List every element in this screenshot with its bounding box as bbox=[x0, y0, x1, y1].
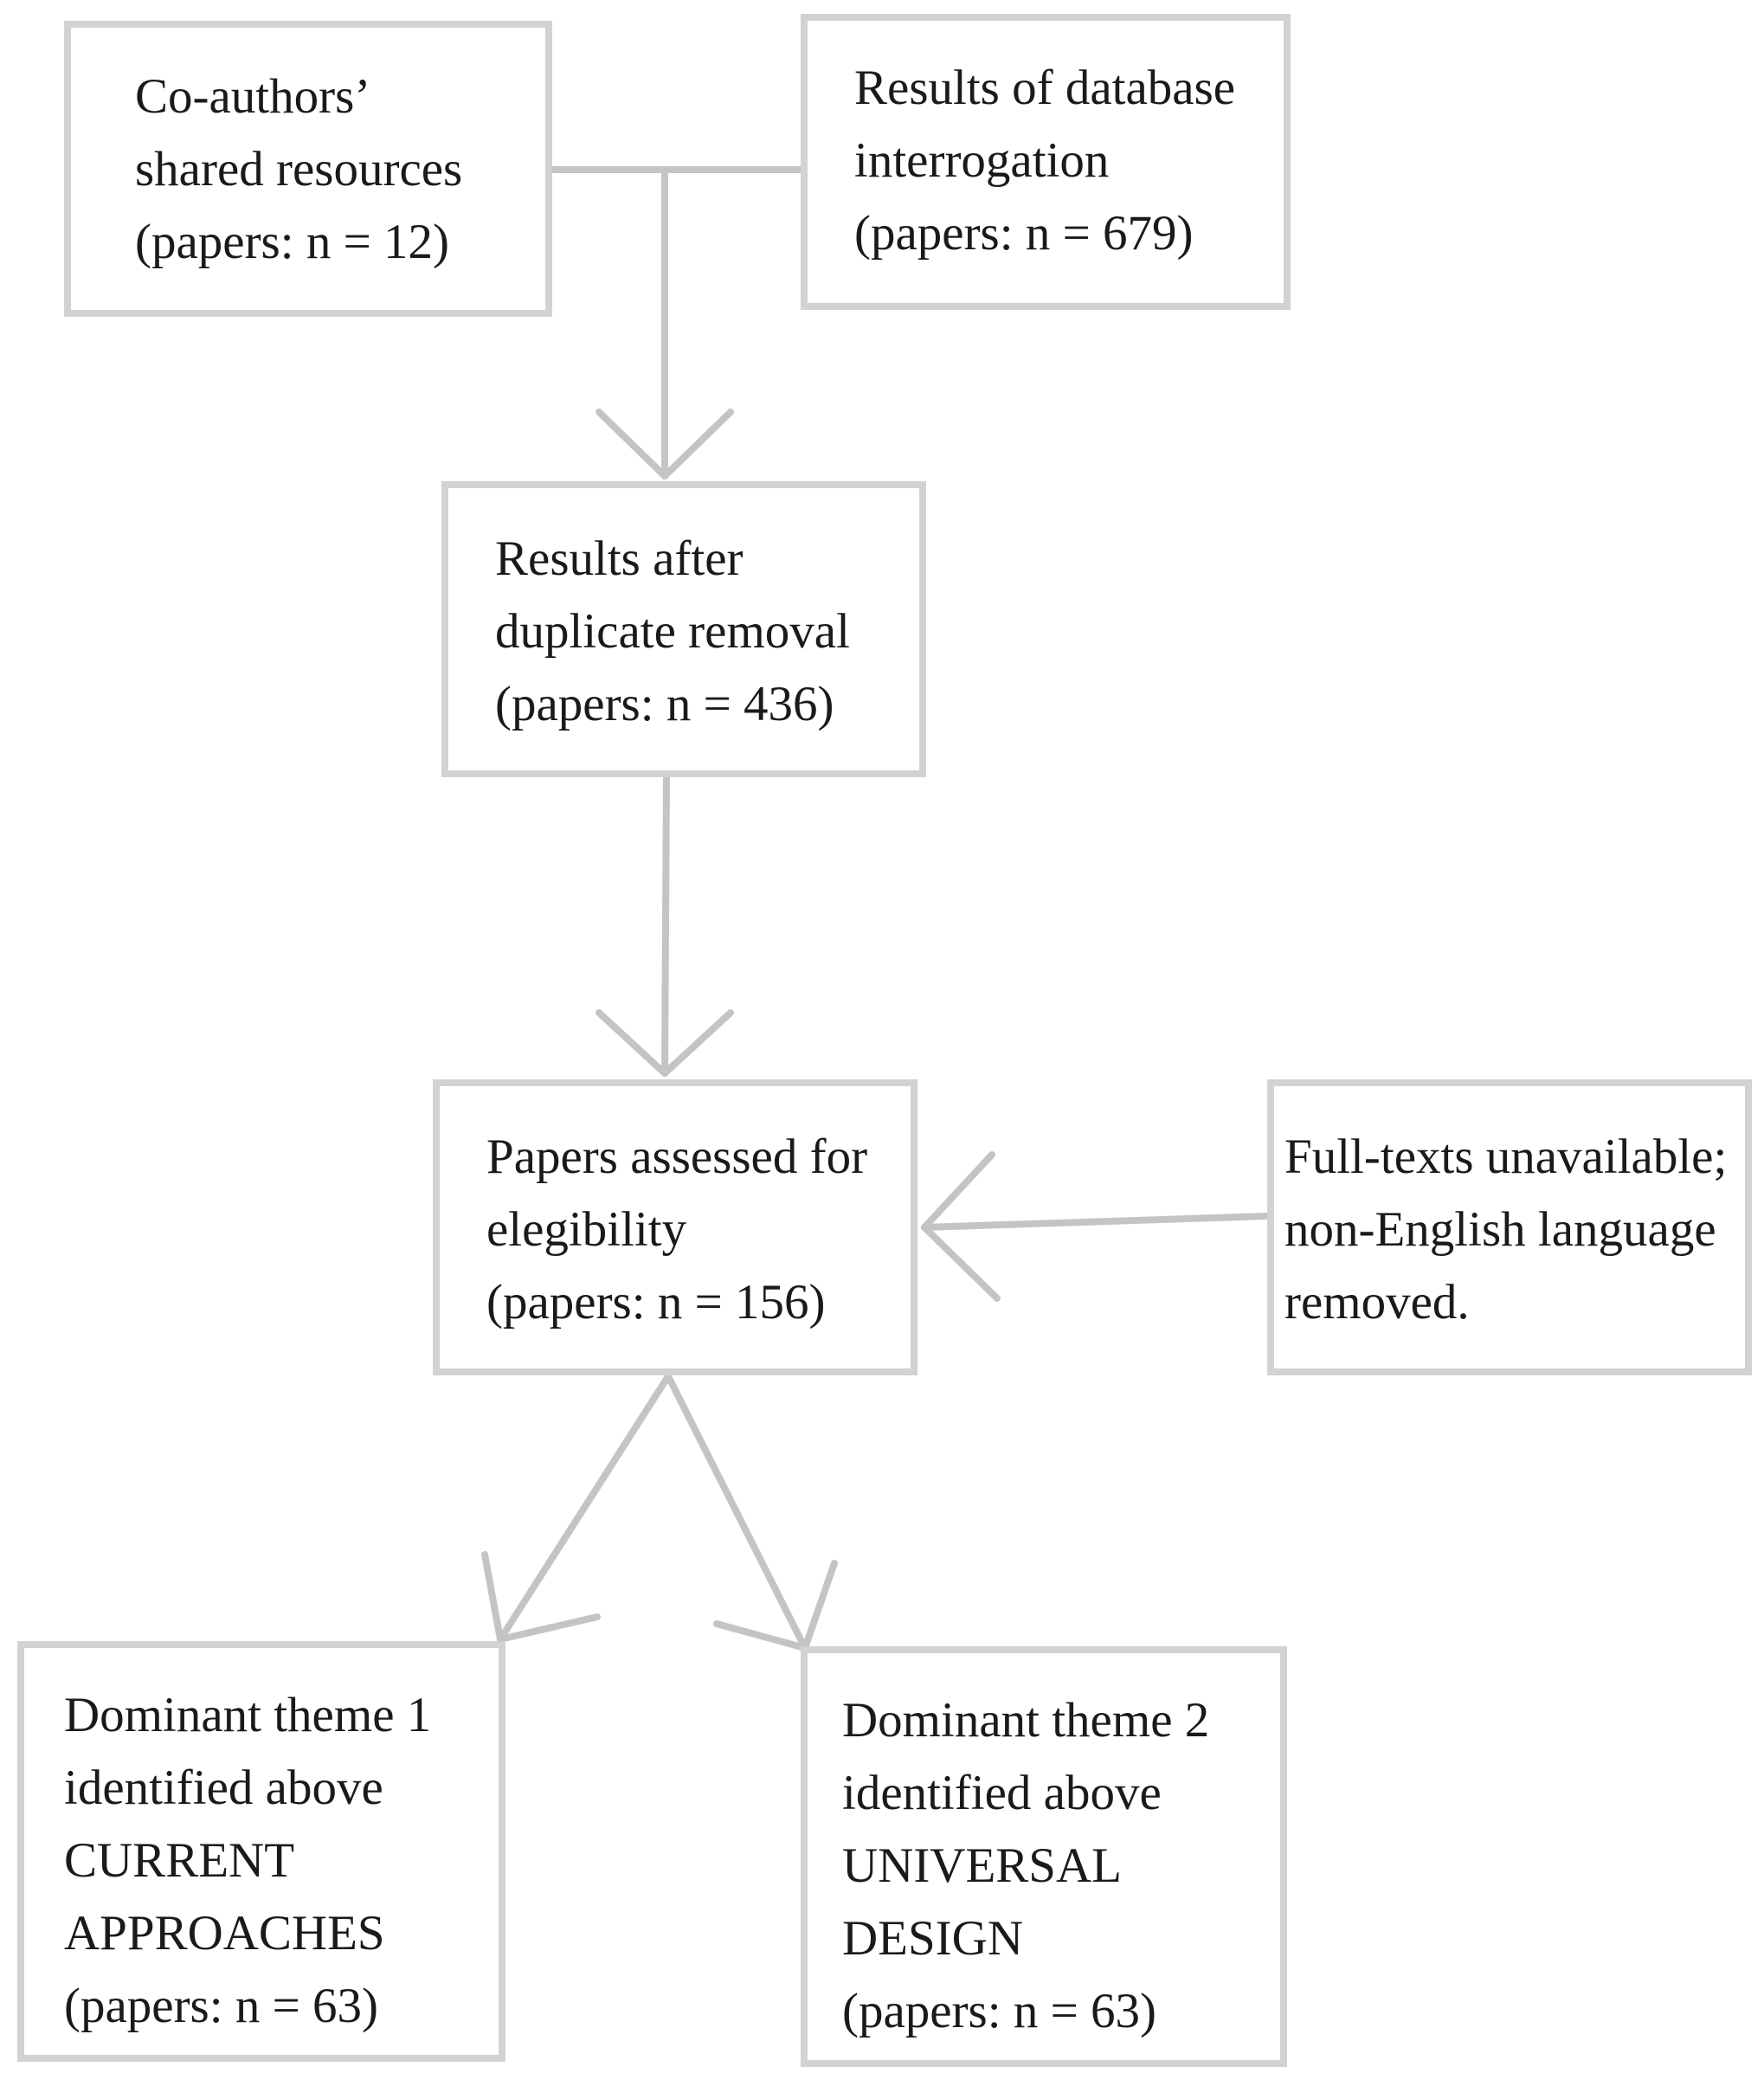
box-text-line: elegibility bbox=[486, 1202, 687, 1257]
box-text-line: interrogation bbox=[854, 133, 1110, 188]
box-text-line: (papers: n = 63) bbox=[64, 1979, 378, 2033]
duplicate-removal-box: Results after duplicate removal (papers:… bbox=[441, 481, 926, 777]
box-text-line: (papers: n = 63) bbox=[842, 1984, 1156, 2038]
box-text-line: APPROACHES bbox=[64, 1906, 385, 1960]
box-text-line: Co-authors’ bbox=[135, 69, 371, 124]
box-text-line: removed. bbox=[1284, 1275, 1470, 1329]
theme-1-box: Dominant theme 1 identified above CURREN… bbox=[17, 1641, 505, 2062]
box-text-line: identified above bbox=[64, 1761, 383, 1815]
box-text-line: CURRENT bbox=[64, 1833, 295, 1888]
box-text-line: (papers: n = 679) bbox=[854, 206, 1194, 261]
box-text-line: Dominant theme 1 bbox=[64, 1688, 432, 1742]
box-text-line: Full-texts unavailable; bbox=[1284, 1130, 1728, 1184]
arrowhead-to-theme1 bbox=[481, 1551, 601, 1643]
arrowhead-to-dedup bbox=[596, 409, 734, 480]
arrowhead-to-assessed bbox=[596, 1009, 734, 1077]
box-text-line: (papers: n = 12) bbox=[135, 215, 449, 269]
box-text-line: duplicate removal bbox=[495, 604, 850, 659]
coauthors-resources-box: Co-authors’ shared resources (papers: n … bbox=[64, 21, 552, 317]
box-text-line: (papers: n = 156) bbox=[486, 1275, 826, 1329]
box-text-line: shared resources bbox=[135, 142, 463, 196]
connector-assessed-to-theme1 bbox=[497, 1373, 672, 1643]
excluded-papers-box: Full-texts unavailable; non-English lang… bbox=[1267, 1079, 1752, 1375]
arrowhead-to-assessed-left bbox=[921, 1151, 1001, 1302]
box-text-line: Dominant theme 2 bbox=[842, 1693, 1210, 1748]
box-text-line: non-English language bbox=[1284, 1202, 1716, 1257]
box-text-line: Results of database bbox=[854, 61, 1236, 115]
connector-assessed-to-theme2 bbox=[665, 1373, 808, 1651]
box-text-line: (papers: n = 436) bbox=[495, 677, 834, 731]
box-text-line: Results after bbox=[495, 531, 744, 586]
eligibility-assessment-box: Papers assessed for elegibility (papers:… bbox=[433, 1079, 917, 1375]
box-text-line: UNIVERSAL bbox=[842, 1838, 1122, 1893]
box-text-line: Papers assessed for bbox=[486, 1130, 868, 1184]
box-text-line: DESIGN bbox=[842, 1911, 1023, 1966]
connector-excluded-to-assessed bbox=[921, 1213, 1271, 1231]
connector-dedup-to-assessed bbox=[661, 772, 670, 1077]
theme-2-box: Dominant theme 2 identified above UNIVER… bbox=[801, 1646, 1287, 2067]
arrowhead-to-theme2 bbox=[713, 1560, 838, 1651]
box-text-line: identified above bbox=[842, 1766, 1162, 1820]
database-results-box: Results of database interrogation (paper… bbox=[801, 14, 1291, 310]
